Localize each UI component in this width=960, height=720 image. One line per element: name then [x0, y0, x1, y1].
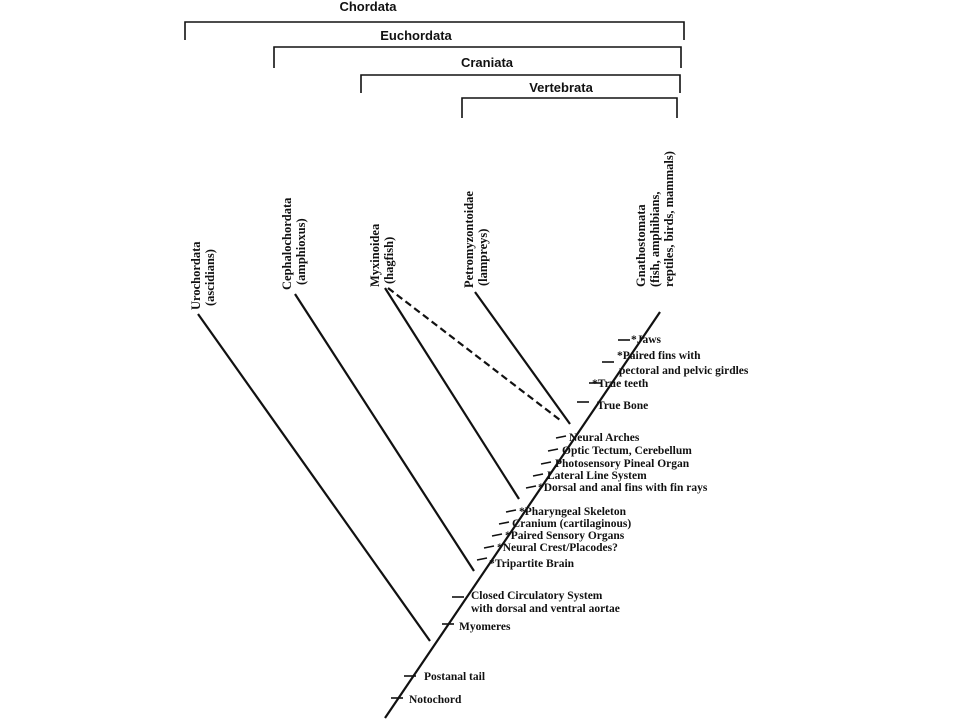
tick-tripartite-brain — [476, 557, 488, 561]
taxon-labels: Urochordata (ascidians) Cephalochordata … — [189, 151, 676, 310]
taxon-petromyzontoidae-common: (lampreys) — [476, 229, 490, 286]
taxon-gnathostomata: Gnathostomata — [634, 204, 648, 287]
char-true-teeth: *True teeth — [592, 378, 649, 390]
taxon-gnathostomata-common-2: reptiles, birds, mammals) — [662, 151, 676, 287]
char-notochord: Notochord — [409, 694, 462, 706]
euchordata-label: Euchordata — [380, 28, 452, 43]
vertebrata-label: Vertebrata — [529, 80, 593, 95]
char-optic-tectum: Optic Tectum, Cerebellum — [562, 445, 692, 457]
taxon-urochordata-common: (ascidians) — [203, 249, 217, 306]
taxon-cephalochordata-common: (amphioxus) — [294, 218, 308, 285]
tick-neural-arches — [555, 435, 567, 439]
main-trunk — [384, 311, 661, 719]
char-jaws: *Jaws — [631, 334, 662, 346]
char-cranium: Cranium (cartilaginous) — [512, 518, 631, 530]
char-paired-sensory: *Paired Sensory Organs — [505, 530, 625, 542]
tick-neural-crest — [483, 545, 495, 549]
char-circulatory-aortae: with dorsal and ventral aortae — [471, 603, 620, 615]
taxon-urochordata: Urochordata — [189, 241, 203, 310]
taxon-myxinoidea-common: (hagfish) — [382, 237, 396, 284]
taxon-cephalochordata: Cephalochordata — [280, 197, 294, 290]
char-paired-fins: *Paired fins with — [617, 350, 701, 362]
char-tripartite-brain: *Tripartite Brain — [489, 558, 575, 570]
branch-cephalochordata — [294, 293, 475, 572]
tick-lateral-line — [532, 473, 544, 477]
char-dorsal-anal-fins: *Dorsal and anal fins with fin rays — [538, 482, 708, 494]
craniata-bracket — [360, 74, 681, 93]
branch-myxinoidea — [384, 287, 520, 500]
euchordata-bracket — [273, 46, 682, 68]
branch-paraphyly-dashed — [387, 287, 561, 421]
vertebrata-bracket — [461, 97, 678, 118]
char-myomeres: Myomeres — [459, 621, 511, 633]
char-postanal-tail: Postanal tail — [424, 671, 485, 683]
char-pharyngeal-skeleton: *Pharyngeal Skeleton — [519, 506, 627, 518]
chordata-label: Chordata — [339, 0, 397, 14]
clade-labels: Chordata Euchordata Craniata Vertebrata — [339, 0, 593, 95]
tree-branches — [197, 287, 661, 719]
char-true-bone: True Bone — [597, 400, 648, 412]
tick-paired-sensory — [491, 533, 503, 537]
char-paired-fins-girdles: pectoral and pelvic girdles — [619, 365, 749, 377]
char-pineal-organ: Photosensory Pineal Organ — [555, 458, 690, 470]
char-neural-crest: *Neural Crest/Placodes? — [497, 542, 618, 554]
taxon-petromyzontoidae: Petromyzontoidae — [462, 191, 476, 288]
tick-cranium — [498, 521, 510, 525]
branch-petromyzontoidae — [474, 291, 571, 425]
character-ticks — [391, 339, 630, 699]
clade-brackets — [184, 21, 685, 118]
tick-optic-tectum — [547, 448, 559, 452]
tick-pharyngeal-skeleton — [505, 509, 517, 513]
craniata-label: Craniata — [461, 55, 514, 70]
taxon-gnathostomata-common-1: (fish, amphibians, — [648, 191, 662, 287]
character-labels: *Jaws *Paired fins with pectoral and pel… — [409, 334, 749, 706]
char-circulatory: Closed Circulatory System — [471, 590, 603, 602]
char-lateral-line: Lateral Line System — [547, 470, 647, 482]
chordata-bracket — [184, 21, 685, 40]
char-neural-arches: Neural Arches — [569, 432, 640, 444]
taxon-myxinoidea: Myxinoidea — [368, 223, 382, 287]
tick-dorsal-anal-fins — [525, 485, 537, 489]
tick-pineal-organ — [540, 461, 552, 465]
branch-urochordata — [197, 313, 431, 642]
